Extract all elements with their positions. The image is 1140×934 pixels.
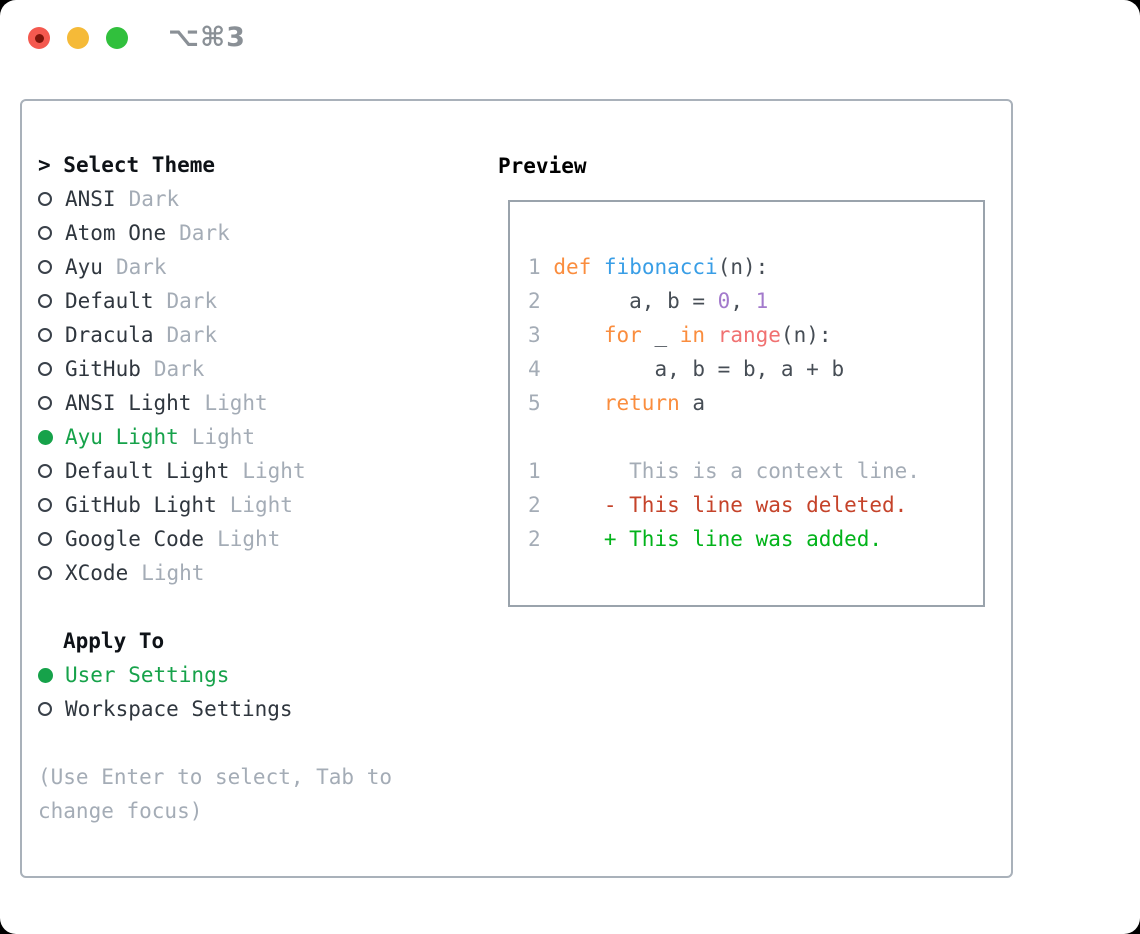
radio-selected-icon xyxy=(38,667,53,683)
radio-icon xyxy=(38,362,52,376)
line-number: 1 xyxy=(528,255,541,279)
window-title: ⌥⌘3 xyxy=(168,22,246,53)
radio-icon xyxy=(38,702,52,716)
radio-icon xyxy=(38,226,52,240)
theme-variant-label: Dark xyxy=(166,323,218,347)
theme-option[interactable]: GitHub Light Light xyxy=(38,488,392,522)
theme-variant-label: Dark xyxy=(115,255,167,279)
radio-icon xyxy=(38,566,52,580)
theme-option[interactable]: Ayu Dark xyxy=(38,250,392,284)
option-label: Dracula xyxy=(65,323,154,347)
select-theme-header: > Select Theme xyxy=(38,148,392,182)
radio-icon xyxy=(38,396,52,410)
theme-option[interactable]: XCode Light xyxy=(38,556,392,590)
preview-pane: 1 def fibonacci(n): 2 a, b = 0, 1 3 for _ … xyxy=(508,200,985,607)
option-label: Ayu Light xyxy=(65,425,179,449)
theme-variant-label: Dark xyxy=(179,221,230,245)
hint-text-line-2: change focus) xyxy=(38,799,203,823)
radio-icon xyxy=(38,294,52,308)
line-number: 1 xyxy=(528,459,541,483)
option-label: Default xyxy=(65,289,154,313)
option-label: ANSI xyxy=(65,187,116,211)
line-number: 5 xyxy=(528,391,541,415)
titlebar: ⌥⌘3 xyxy=(0,0,1140,76)
code-line: 2 + This line was added. xyxy=(528,527,883,551)
code-line: 4 a, b = b, a + b xyxy=(528,357,845,381)
theme-variant-label: Dark xyxy=(166,289,218,313)
theme-option[interactable]: Ayu Light Light xyxy=(38,420,392,454)
radio-icon xyxy=(38,328,52,342)
code-preview: 1 def fibonacci(n): 2 a, b = 0, 1 3 for _ … xyxy=(528,250,920,556)
radio-icon xyxy=(38,192,52,206)
line-number: 4 xyxy=(528,357,541,381)
code-line: 3 for _ in range(n): xyxy=(528,323,832,347)
hint-text-line-1: (Use Enter to select, Tab to xyxy=(38,765,393,789)
radio-icon xyxy=(38,532,52,546)
option-label: Atom One xyxy=(65,221,167,245)
theme-option[interactable]: Default Dark xyxy=(38,284,392,318)
apply-to-option[interactable]: User Settings xyxy=(38,658,392,692)
apply-to-header: Apply To xyxy=(63,629,165,653)
theme-variant-label: Dark xyxy=(153,357,205,381)
apply-to-option[interactable]: Workspace Settings xyxy=(38,692,392,726)
line-number: 2 xyxy=(528,493,541,517)
theme-option[interactable]: Google Code Light xyxy=(38,522,392,556)
option-label: XCode xyxy=(65,561,129,585)
code-line: 2 a, b = 0, 1 xyxy=(528,289,769,313)
option-label: GitHub xyxy=(65,357,141,381)
option-label: ANSI Light xyxy=(65,391,192,415)
option-label: Google Code xyxy=(65,527,205,551)
theme-variant-label: Light xyxy=(217,527,281,551)
radio-icon xyxy=(38,498,52,512)
line-number: 3 xyxy=(528,323,541,347)
option-label: GitHub Light xyxy=(65,493,217,517)
code-line: 1 This is a context line. xyxy=(528,459,920,483)
option-label: Ayu xyxy=(65,255,103,279)
unsaved-changes-icon xyxy=(34,33,44,43)
theme-variant-label: Light xyxy=(242,459,306,483)
code-line: 5 return a xyxy=(528,391,706,415)
theme-option[interactable]: ANSI Light Light xyxy=(38,386,392,420)
theme-option[interactable]: Default Light Light xyxy=(38,454,392,488)
line-number: 2 xyxy=(528,527,541,551)
preview-header: Preview xyxy=(498,154,587,178)
theme-variant-label: Light xyxy=(204,391,268,415)
theme-option[interactable]: ANSI Dark xyxy=(38,182,392,216)
gap xyxy=(38,590,392,624)
theme-option[interactable]: Atom One Dark xyxy=(38,216,392,250)
option-label: User Settings xyxy=(65,663,230,687)
code-line xyxy=(528,420,920,454)
theme-variant-label: Light xyxy=(141,561,205,585)
radio-icon xyxy=(38,260,52,274)
code-line: 2 - This line was deleted. xyxy=(528,493,908,517)
option-label: Workspace Settings xyxy=(65,697,293,721)
zoom-button[interactable] xyxy=(106,27,128,49)
theme-variant-label: Light xyxy=(229,493,293,517)
theme-variant-label: Light xyxy=(191,425,256,449)
minimize-button[interactable] xyxy=(67,27,89,49)
theme-option[interactable]: Dracula Dark xyxy=(38,318,392,352)
theme-variant-label: Dark xyxy=(128,187,180,211)
theme-option[interactable]: GitHub Dark xyxy=(38,352,392,386)
gap xyxy=(38,726,392,760)
option-label: Default Light xyxy=(65,459,230,483)
header-caret-icon: > xyxy=(38,153,64,177)
code-line: 1 def fibonacci(n): xyxy=(528,255,769,279)
line-number: 2 xyxy=(528,289,541,313)
radio-selected-icon xyxy=(38,429,53,445)
close-button[interactable] xyxy=(28,27,50,49)
radio-icon xyxy=(38,464,52,478)
select-theme-title: Select Theme xyxy=(63,153,216,177)
